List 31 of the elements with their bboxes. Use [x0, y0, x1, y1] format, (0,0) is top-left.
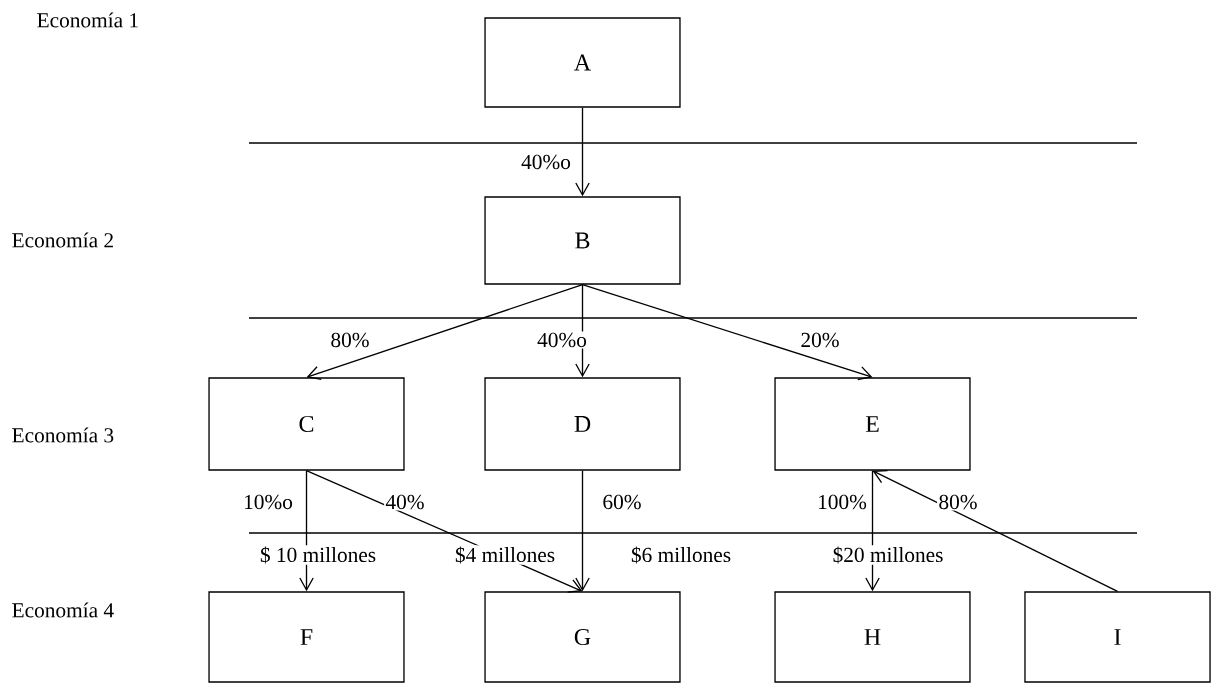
- arrow: [872, 469, 1119, 592]
- economy-box: F: [208, 591, 405, 683]
- amount-label: $6 millones: [629, 545, 733, 565]
- economy-box: H: [774, 591, 971, 683]
- edge-label: 10%o: [241, 493, 295, 511]
- edge-label: 40%: [384, 493, 426, 511]
- edge-label: 60%: [601, 493, 643, 511]
- row-label: Economía 1: [35, 11, 141, 29]
- economy-box: G: [484, 591, 681, 683]
- arrow: [575, 107, 590, 197]
- amount-label: $ 10 millones: [258, 545, 378, 565]
- edge-label: 20%: [799, 331, 841, 349]
- edge-label: 40%o: [535, 331, 589, 349]
- arrow: [581, 283, 873, 381]
- row-label: Economía 2: [10, 231, 116, 249]
- row-label: Economía 3: [10, 426, 116, 444]
- edge-label: 40%o: [519, 153, 573, 171]
- economy-box: I: [1024, 591, 1211, 683]
- edge-label: 80%: [329, 331, 371, 349]
- amount-label: $4 millones: [453, 545, 557, 565]
- amount-label: $20 millones: [831, 545, 945, 565]
- edge-label: 100%: [815, 493, 869, 511]
- row-label: Economía 4: [10, 601, 116, 619]
- economy-box: C: [208, 377, 405, 471]
- economy-box: B: [484, 196, 681, 285]
- economy-box: E: [774, 377, 971, 471]
- edge-label: 80%: [937, 493, 979, 511]
- economy-box: D: [484, 377, 681, 471]
- arrow: [306, 283, 584, 381]
- economy-box: A: [484, 17, 681, 108]
- arrow: [575, 470, 590, 592]
